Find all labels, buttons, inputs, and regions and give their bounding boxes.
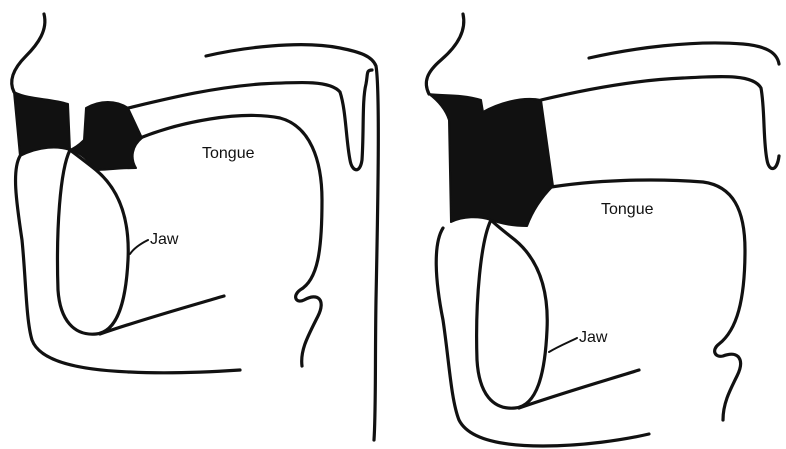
jaw-label: Jaw [579, 329, 608, 346]
mouth-opening [14, 92, 142, 170]
tongue-label: Tongue [202, 145, 255, 162]
upper-lip-outline [426, 14, 463, 94]
lower-lip-outline [436, 228, 649, 446]
jaw-leader-line [549, 338, 577, 352]
jaw-outline [58, 150, 129, 334]
upper-lip-outline [12, 14, 45, 92]
nasal-outline [206, 45, 378, 440]
palate-outline [541, 77, 779, 169]
tongue-label: Tongue [601, 201, 654, 218]
right-panel: Tongue Jaw [393, 0, 786, 449]
jaw-leader-line [130, 240, 148, 254]
jaw-label: Jaw [150, 231, 179, 248]
nasal-outline [589, 43, 779, 64]
left-panel: Tongue Jaw [0, 0, 393, 449]
mouth-opening [429, 94, 553, 226]
jaw-outline [477, 220, 548, 408]
